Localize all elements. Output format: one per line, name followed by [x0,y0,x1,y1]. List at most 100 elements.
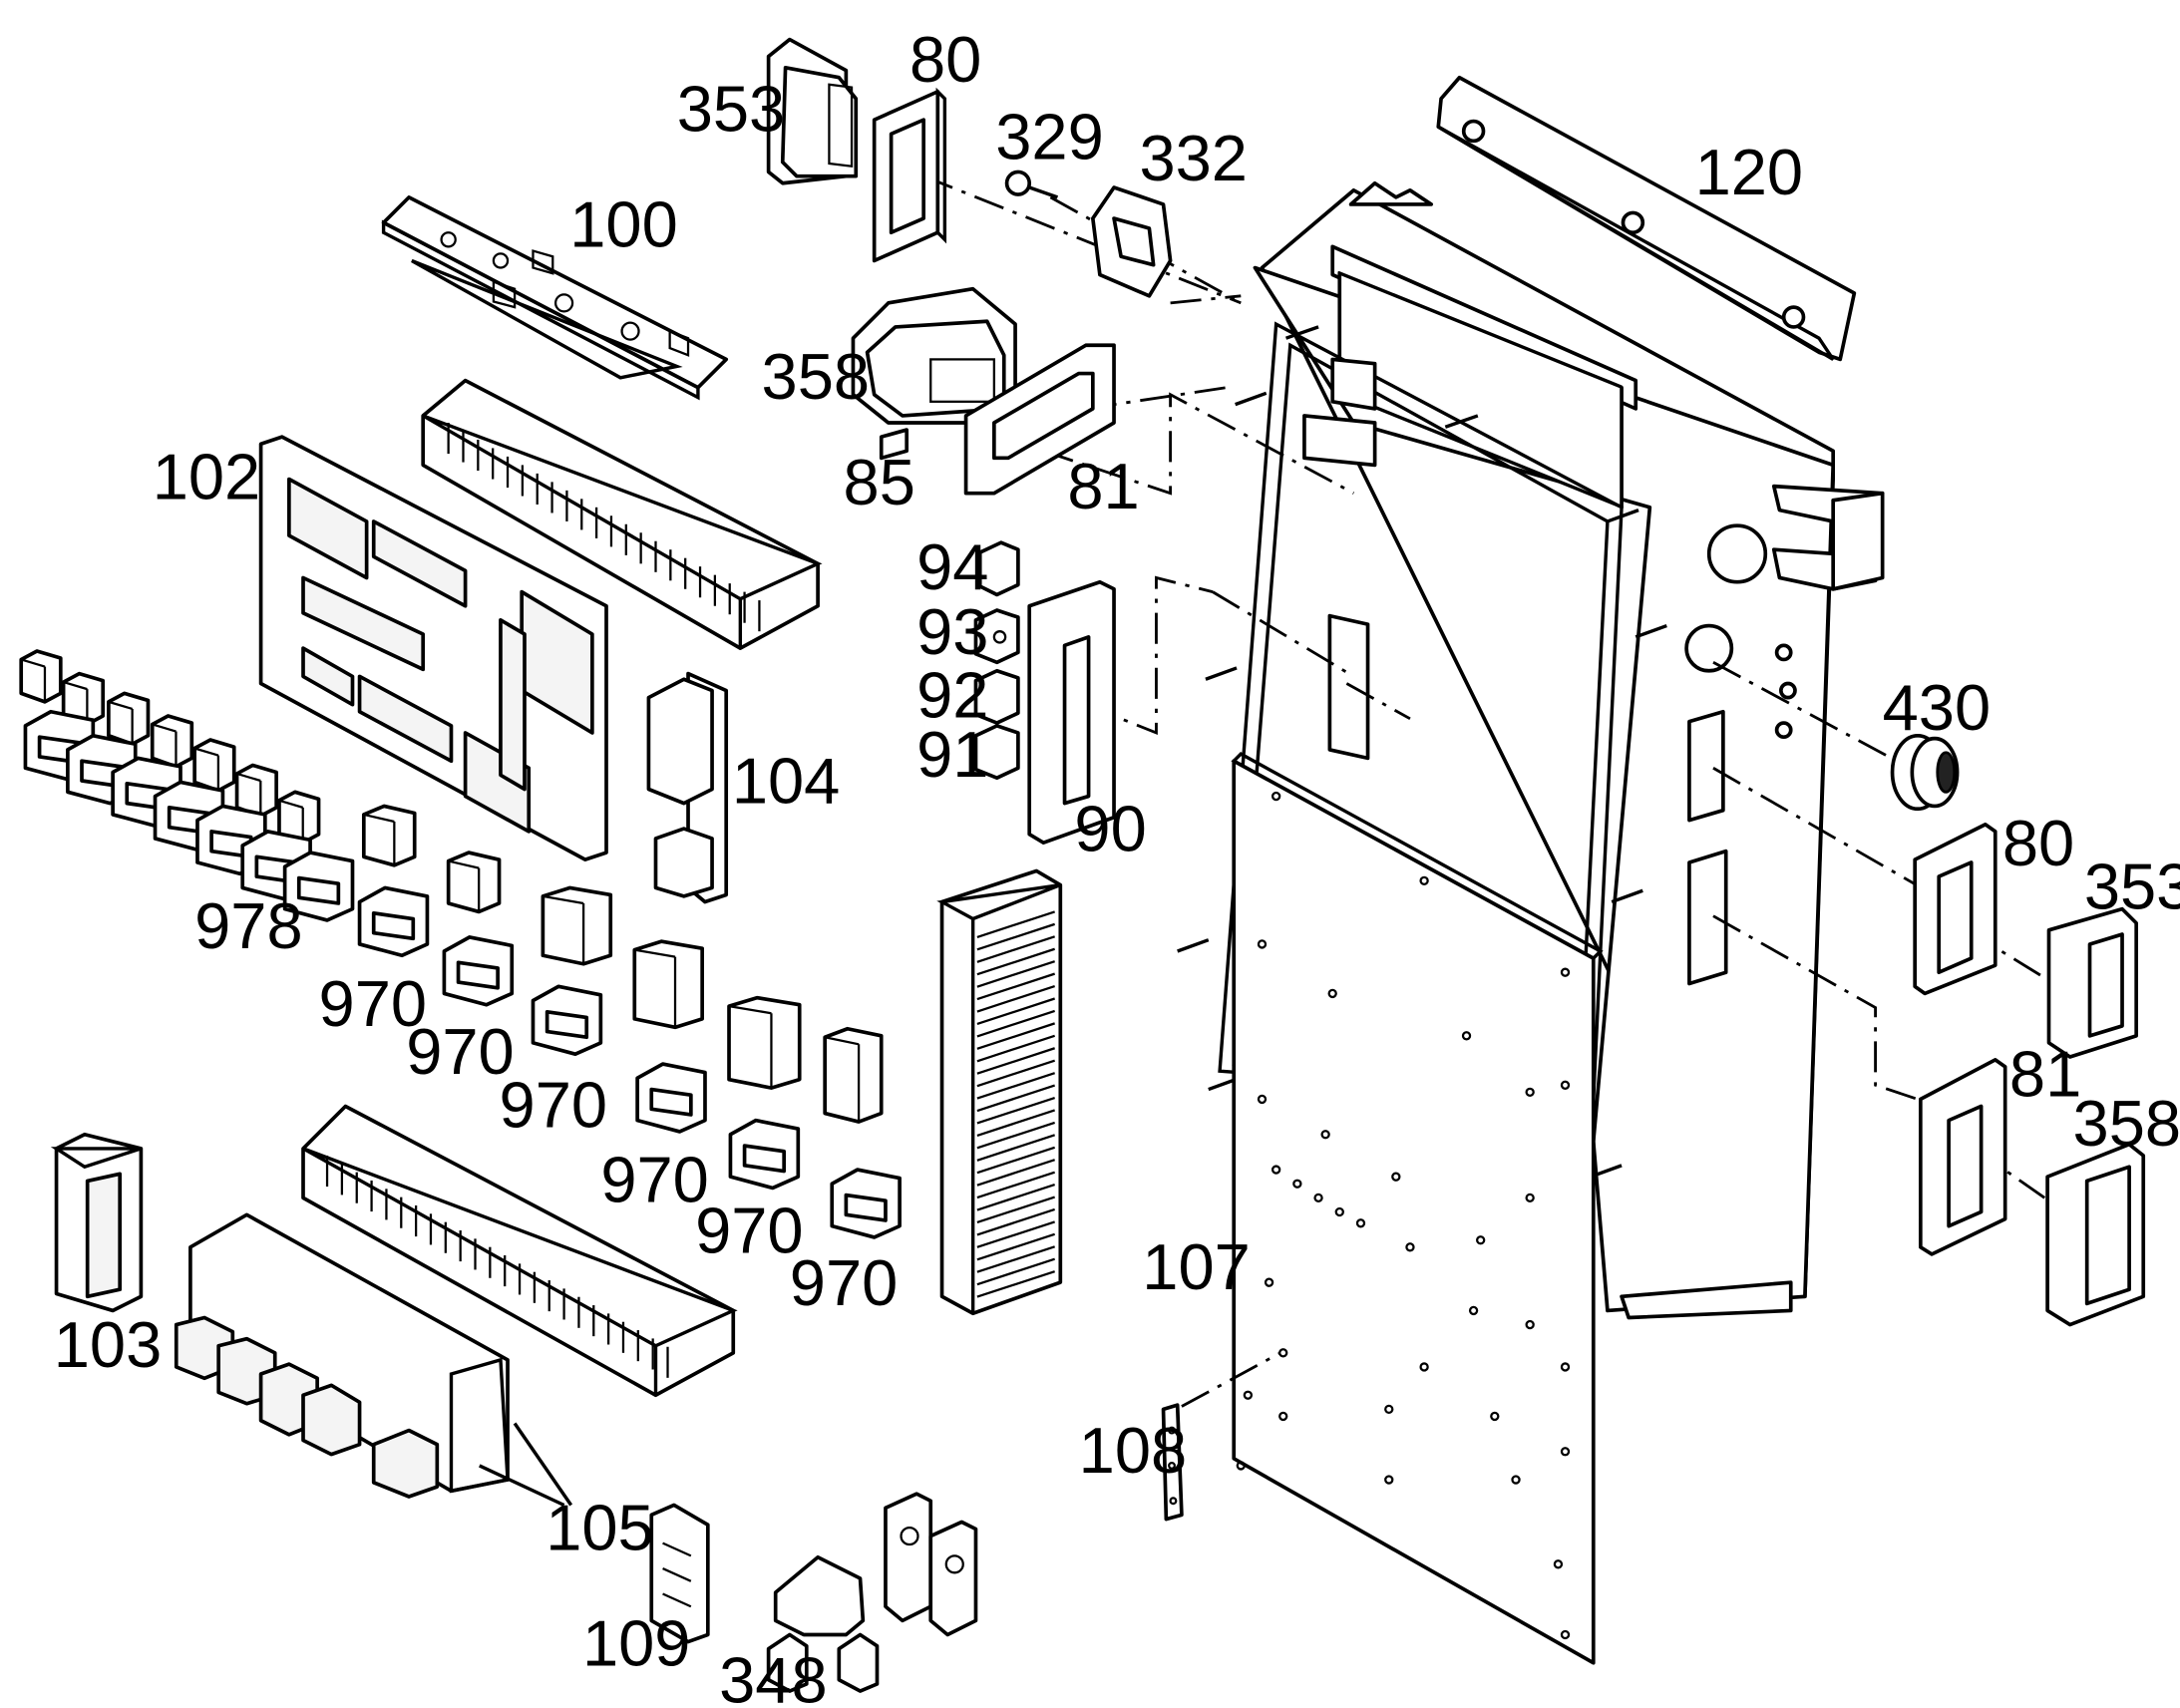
label-970: 970 [695,1194,804,1266]
cable-tray-lower [301,1104,738,1398]
relay-edge [363,813,395,824]
label-108: 108 [1079,1414,1188,1487]
duct-slot [976,1096,1056,1125]
label-109: 109 [582,1607,691,1680]
relay-edge [634,948,676,958]
duct-slot [976,1159,1056,1187]
duct-slot [976,1146,1056,1175]
relay [107,691,151,747]
label-358: 358 [2073,1087,2180,1160]
relay-edge [236,772,261,783]
label-102: 102 [153,440,261,512]
gland-430 [1890,733,1960,812]
terminal-103 [50,1132,144,1313]
label-353: 353 [2084,851,2180,923]
frame-90 [1027,579,1116,846]
duct-slot [976,1257,1056,1286]
relay-edge [448,859,480,869]
cable-tray-upper [421,378,823,650]
label-970: 970 [500,1069,608,1142]
duct-slot [976,1034,1056,1063]
label-970: 970 [406,1015,515,1088]
relay-edge [824,1036,860,1046]
label-93: 93 [916,595,988,668]
label-348: 348 [719,1643,828,1708]
leader-lines [479,1422,573,1508]
board-102 [258,435,608,861]
cabinet-housing [1177,180,1885,1320]
relay-edge [108,700,133,711]
relay [823,1026,884,1124]
duct-slot [976,1184,1056,1211]
board-104 [646,671,729,904]
relay-edge [20,658,46,668]
relay [19,649,63,704]
label-329: 329 [995,101,1104,173]
relay-edge [193,747,219,757]
connector-358-right [2045,1142,2146,1327]
connector-332 [1090,185,1173,298]
duct-slot [976,1047,1056,1075]
part-85 [879,428,909,461]
label-970: 970 [319,967,428,1040]
relay-group [19,649,902,1239]
mounting-plate-107 [1231,752,1604,1665]
plate-holes [1236,791,1571,1640]
frame-81-right [1918,1058,2007,1256]
screw-329 [1004,170,1059,199]
label-970: 970 [790,1246,899,1319]
relay-socket-face [371,911,416,941]
duct-slot [976,972,1056,1001]
label-105: 105 [545,1492,654,1564]
cable-duct-vertical [936,868,1063,1316]
label-91: 91 [916,718,988,791]
duct-slot [976,1196,1056,1224]
label-94: 94 [916,530,988,603]
duct-slot [976,1232,1056,1261]
label-978: 978 [194,889,303,962]
duct-slot [976,935,1056,963]
connector-353-top [766,37,859,185]
duct-slot [976,997,1056,1026]
duct-slot [976,922,1056,951]
relay-socket-face [545,1009,589,1040]
label-120: 120 [1695,136,1804,208]
relay-socket-face [742,1144,787,1174]
label-107: 107 [1142,1230,1251,1303]
duct-slot [976,1245,1056,1273]
label-85: 85 [844,446,915,518]
duct-slot [976,947,1056,976]
duct-slot [976,1207,1056,1236]
relay [150,714,194,769]
label-430: 430 [1883,671,1992,744]
duct-slot [976,910,1056,938]
label-332: 332 [1139,122,1248,194]
connector-358-top [851,286,1017,425]
frame-80-top [872,87,947,263]
bracket-109 [649,1503,710,1644]
relay-socket-face [844,1193,888,1222]
label-358: 358 [762,340,871,413]
bracket-108 [1161,1403,1184,1522]
duct-slot [976,984,1056,1013]
duct-slot [976,960,1056,988]
label-81: 81 [2009,1038,2081,1111]
duct-slot [976,1059,1056,1088]
part-labels: 353 80 329 332 120 100 358 85 81 102 94 … [54,23,2180,1708]
relay [192,738,236,793]
relay-socket-face [649,1087,693,1117]
relay-edge [63,680,88,691]
frame-81-top [963,343,1116,496]
relay-edge [543,894,584,905]
duct-slot [976,1072,1056,1100]
duct-slot [976,1022,1056,1050]
clips-348 [766,1492,978,1693]
duct-slot [976,1121,1056,1150]
relay-edge [728,1005,772,1015]
connector-353-right [2046,906,2139,1059]
relay [361,804,417,867]
duct-slot [976,1084,1056,1113]
duct-slot [976,1134,1056,1162]
frame-80-right [1913,822,1998,996]
